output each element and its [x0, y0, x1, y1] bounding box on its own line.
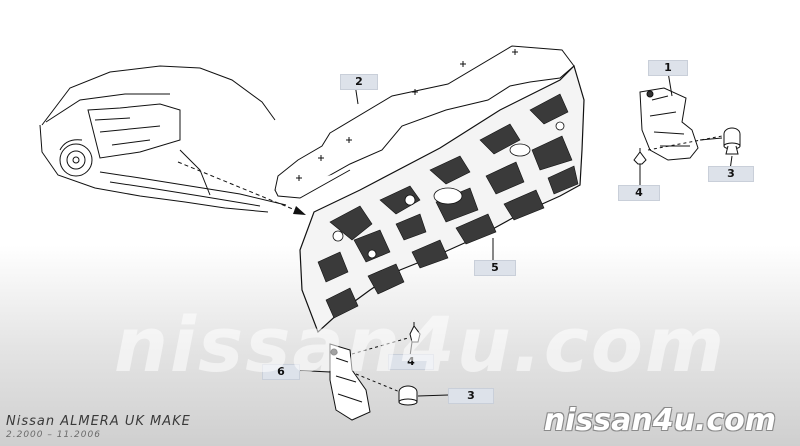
- callout-part-1: 1: [648, 60, 688, 76]
- side-insulator-part: [639, 87, 699, 161]
- callout-part-2: 2: [340, 74, 378, 90]
- lower-side-insulator-part: [329, 343, 371, 421]
- callout-part-5: 5: [474, 260, 516, 276]
- clip-icon: [633, 148, 647, 165]
- production-dates: 2.2000 – 11.2006: [6, 430, 101, 440]
- car-outline-icon: [39, 65, 287, 213]
- model-name: Nissan ALMERA UK MAKE: [6, 414, 191, 429]
- grommet-icon: [723, 127, 741, 155]
- dash-insulator-main-part: [299, 64, 585, 334]
- watermark-small: nissan4u.com: [543, 403, 776, 438]
- watermark-large: nissan4u.com: [113, 300, 727, 389]
- grommet-icon: [398, 385, 418, 406]
- callout-part-3-top: 3: [708, 166, 754, 182]
- dash-insulator-top-part: [274, 45, 575, 199]
- clip-icon: [409, 322, 421, 343]
- callout-part-4-bottom: 4: [388, 354, 434, 370]
- callout-part-3-bottom: 3: [448, 388, 494, 404]
- callout-part-4-top: 4: [618, 185, 660, 201]
- callout-part-6: 6: [262, 364, 300, 380]
- leader-lines: [289, 71, 733, 397]
